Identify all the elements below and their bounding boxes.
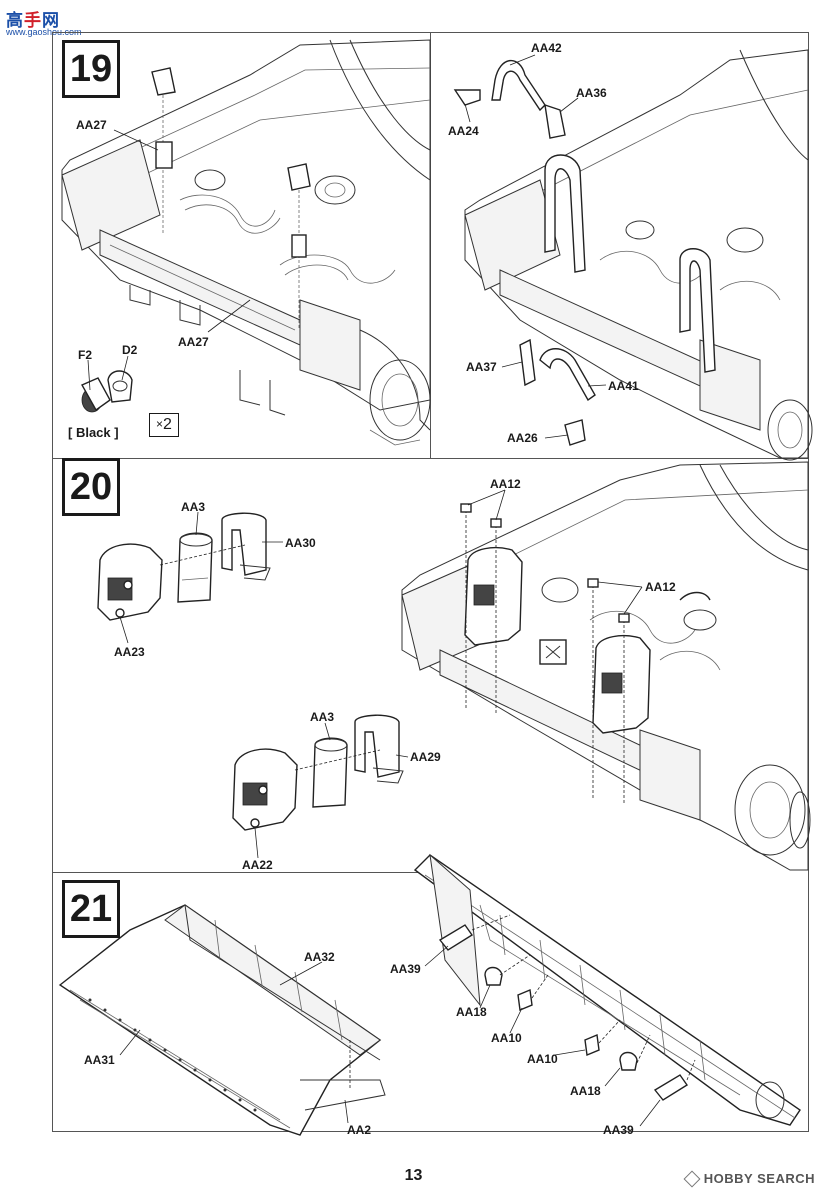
callout-aa37: AA37 [466, 360, 497, 374]
callout-aa29: AA29 [410, 750, 441, 764]
quantity-value: 2 [163, 416, 172, 433]
watermark-url: www.gaoshou.com [6, 27, 82, 37]
panel-divider-19-vertical [430, 32, 431, 458]
callout-aa18-top: AA18 [456, 1005, 487, 1019]
site-watermark: 高手网 www.gaoshou.com [4, 6, 82, 40]
callout-aa10-top: AA10 [491, 1031, 522, 1045]
callout-aa22: AA22 [242, 858, 273, 872]
callout-aa10-bottom: AA10 [527, 1052, 558, 1066]
paint-color-note: [ Black ] [68, 425, 119, 440]
quantity-multiply-symbol: × [156, 417, 164, 431]
callout-aa42: AA42 [531, 41, 562, 55]
hobby-search-watermark: HOBBY SEARCH [683, 1170, 815, 1187]
callout-aa41: AA41 [608, 379, 639, 393]
hobby-search-logo-icon [683, 1170, 701, 1187]
hobby-search-text: HOBBY SEARCH [703, 1171, 815, 1186]
step-number-21: 21 [62, 880, 120, 938]
panel-divider-19-20 [52, 458, 809, 459]
step-number-19: 19 [62, 40, 120, 98]
callout-d2: D2 [122, 343, 138, 357]
watermark-char-3: 网 [42, 11, 60, 31]
callout-aa27-top: AA27 [76, 118, 107, 132]
callout-aa26: AA26 [507, 431, 538, 445]
callout-aa39-top: AA39 [390, 962, 421, 976]
panel-divider-20-21 [52, 872, 432, 873]
callout-aa36: AA36 [576, 86, 607, 100]
callout-f2: F2 [78, 348, 93, 362]
callout-aa12-top: AA12 [490, 477, 521, 491]
quantity-badge: ×2 [149, 413, 179, 437]
callout-aa12-right: AA12 [645, 580, 676, 594]
callout-aa24: AA24 [448, 124, 479, 138]
callout-aa30: AA30 [285, 536, 316, 550]
callout-aa27-bottom: AA27 [178, 335, 209, 349]
callout-aa31: AA31 [84, 1053, 115, 1067]
callout-aa39-bottom: AA39 [603, 1123, 634, 1137]
step-number-20: 20 [62, 458, 120, 516]
callout-aa2: AA2 [347, 1123, 372, 1137]
callout-aa3-top: AA3 [181, 500, 206, 514]
callout-aa18-bottom: AA18 [570, 1084, 601, 1098]
page-number: 13 [404, 1167, 423, 1184]
watermark-char-1: 高 [6, 11, 24, 31]
callout-aa23: AA23 [114, 645, 145, 659]
callout-aa32: AA32 [304, 950, 335, 964]
watermark-char-2: 手 [24, 11, 42, 31]
watermark-text: 高手网 [6, 6, 60, 31]
callout-aa3-bottom: AA3 [310, 710, 335, 724]
